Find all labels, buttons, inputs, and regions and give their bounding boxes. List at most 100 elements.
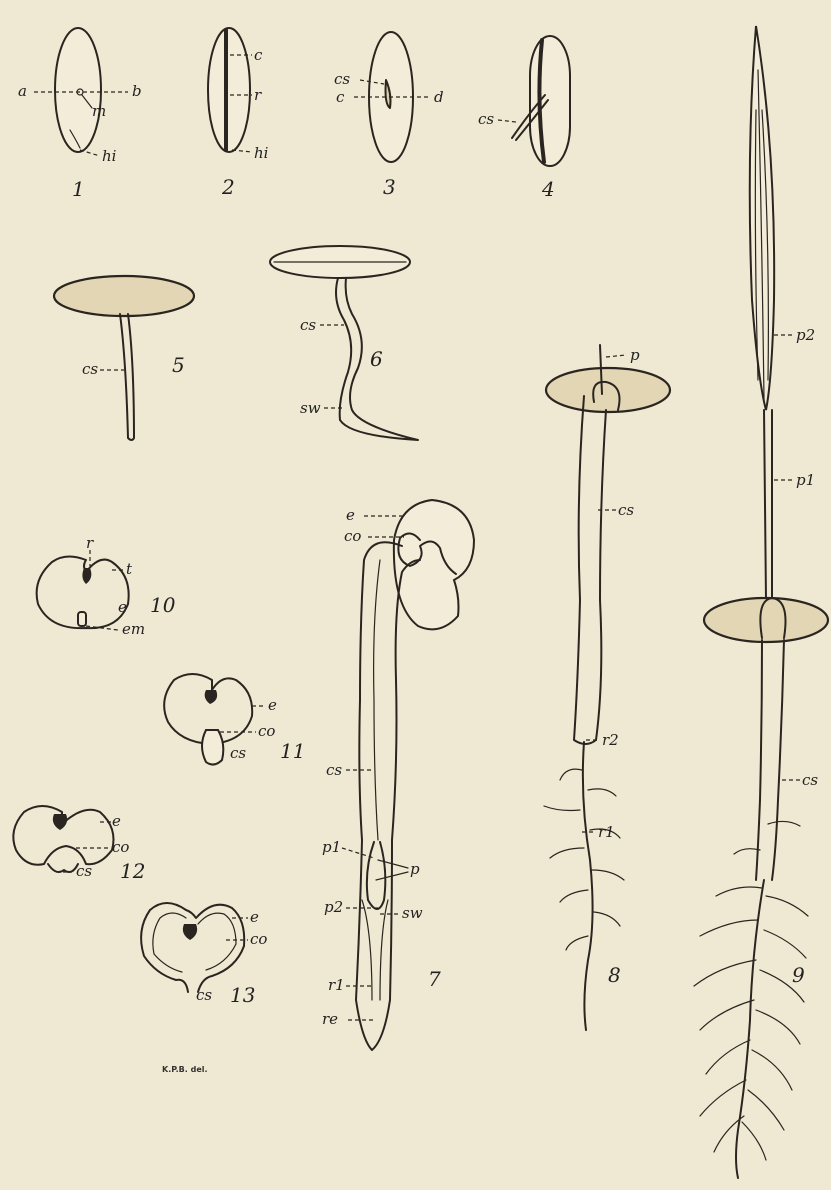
label-d: d bbox=[434, 88, 444, 106]
figure-7: e co cs p1 p p2 sw r1 re 7 bbox=[322, 500, 474, 1050]
label-cs: cs bbox=[326, 761, 342, 779]
seed-section-inner bbox=[153, 913, 236, 972]
label-cs: cs bbox=[230, 744, 246, 762]
figure-number-3: 3 bbox=[383, 175, 396, 199]
label-p2: p2 bbox=[796, 326, 815, 344]
label-e: e bbox=[346, 506, 355, 524]
figure-number-8: 8 bbox=[608, 963, 621, 987]
label-co: co bbox=[250, 930, 267, 948]
figure-13: e co cs 13 bbox=[141, 903, 267, 1007]
cavity bbox=[53, 814, 67, 830]
leader-hi bbox=[80, 150, 100, 156]
figure-number-2: 2 bbox=[221, 175, 235, 199]
embryo bbox=[78, 612, 86, 626]
label-p2: p2 bbox=[324, 898, 343, 916]
second-leaf bbox=[750, 26, 774, 410]
figure-5: cs 5 bbox=[54, 276, 194, 440]
figure-2: c r hi 2 bbox=[208, 28, 269, 199]
radicle bbox=[583, 742, 593, 1030]
label-co: co bbox=[258, 722, 275, 740]
cotyledon-stalk bbox=[48, 864, 78, 872]
label-p: p bbox=[630, 346, 640, 364]
figure-number-13: 13 bbox=[230, 983, 255, 1007]
cavity bbox=[183, 924, 197, 940]
label-p1: p1 bbox=[322, 838, 341, 856]
figure-number-10: 10 bbox=[150, 593, 176, 617]
seed-outline bbox=[208, 28, 250, 152]
label-cs: cs bbox=[76, 862, 92, 880]
label-cs: cs bbox=[618, 501, 634, 519]
label-p: p bbox=[410, 860, 420, 878]
figure-12: e co cs 12 bbox=[13, 806, 145, 883]
leader-hi bbox=[232, 150, 252, 152]
figure-1: a b m hi 1 bbox=[18, 28, 142, 201]
cotyledon-stalk bbox=[202, 730, 223, 765]
label-cs: cs bbox=[802, 771, 818, 789]
label-b: b bbox=[132, 82, 142, 100]
label-a: a bbox=[18, 82, 27, 100]
label-cs: cs bbox=[82, 360, 98, 378]
figure-number-9: 9 bbox=[792, 963, 805, 987]
label-r1: r1 bbox=[598, 823, 615, 841]
label-e: e bbox=[268, 696, 277, 714]
label-r: r bbox=[86, 534, 94, 552]
label-r: r bbox=[254, 86, 262, 104]
label-c: c bbox=[336, 88, 345, 106]
seed-outline bbox=[530, 36, 570, 166]
label-t: t bbox=[126, 560, 133, 578]
cotyledon-stalk bbox=[120, 314, 134, 440]
label-cs: cs bbox=[300, 316, 316, 334]
figure-6: cs sw 6 bbox=[270, 246, 418, 440]
seed bbox=[54, 276, 194, 316]
label-r2: r2 bbox=[602, 731, 619, 749]
leader-cs bbox=[498, 120, 516, 122]
seed-section bbox=[141, 903, 244, 992]
label-e: e bbox=[118, 598, 127, 616]
figure-number-11: 11 bbox=[280, 739, 305, 763]
label-hi: hi bbox=[102, 147, 117, 165]
figure-number-1: 1 bbox=[72, 177, 85, 201]
cotyledon-stalk bbox=[574, 396, 606, 744]
figure-number-5: 5 bbox=[172, 353, 185, 377]
label-co: co bbox=[344, 527, 361, 545]
cotyledon-stalk bbox=[756, 640, 784, 880]
artist-credit: K.P.B. del. bbox=[162, 1065, 208, 1074]
cavity bbox=[205, 690, 217, 704]
sheath-wall bbox=[362, 900, 388, 1000]
figure-number-12: 12 bbox=[120, 859, 145, 883]
figure-number-7: 7 bbox=[428, 967, 441, 991]
label-hi: hi bbox=[254, 144, 269, 162]
plumule bbox=[367, 842, 385, 909]
label-e: e bbox=[112, 812, 121, 830]
seed bbox=[704, 598, 828, 642]
label-cs: cs bbox=[196, 986, 212, 1004]
taproot bbox=[736, 880, 764, 1178]
figure-10: r t e em 10 bbox=[37, 534, 176, 638]
label-co: co bbox=[112, 838, 129, 856]
figure-3: cs c d 3 bbox=[334, 32, 444, 199]
figure-11: e co cs 11 bbox=[164, 674, 305, 765]
figure-4: cs 4 bbox=[478, 36, 570, 201]
figure-number-6: 6 bbox=[370, 347, 383, 371]
cotyledon-stalk-inner bbox=[374, 560, 380, 840]
leader-p1 bbox=[342, 848, 374, 858]
figure-number-4: 4 bbox=[541, 177, 555, 201]
label-e: e bbox=[250, 908, 259, 926]
figure-9: p2 p1 cs 9 bbox=[694, 26, 828, 1178]
label-re: re bbox=[322, 1010, 338, 1028]
label-r1: r1 bbox=[328, 976, 345, 994]
raphe-cavity bbox=[82, 568, 91, 584]
label-c: c bbox=[254, 46, 263, 64]
label-em: em bbox=[122, 620, 145, 638]
label-m: m bbox=[92, 102, 106, 120]
seed bbox=[546, 368, 670, 412]
label-cs: cs bbox=[478, 110, 494, 128]
first-leaf-stem bbox=[764, 410, 766, 600]
label-sw: sw bbox=[300, 399, 321, 417]
label-cs: cs bbox=[334, 70, 350, 88]
leader-p bbox=[606, 355, 626, 357]
label-p1: p1 bbox=[796, 471, 815, 489]
label-sw: sw bbox=[402, 904, 423, 922]
figure-8: p cs r2 r1 8 bbox=[544, 345, 670, 1030]
